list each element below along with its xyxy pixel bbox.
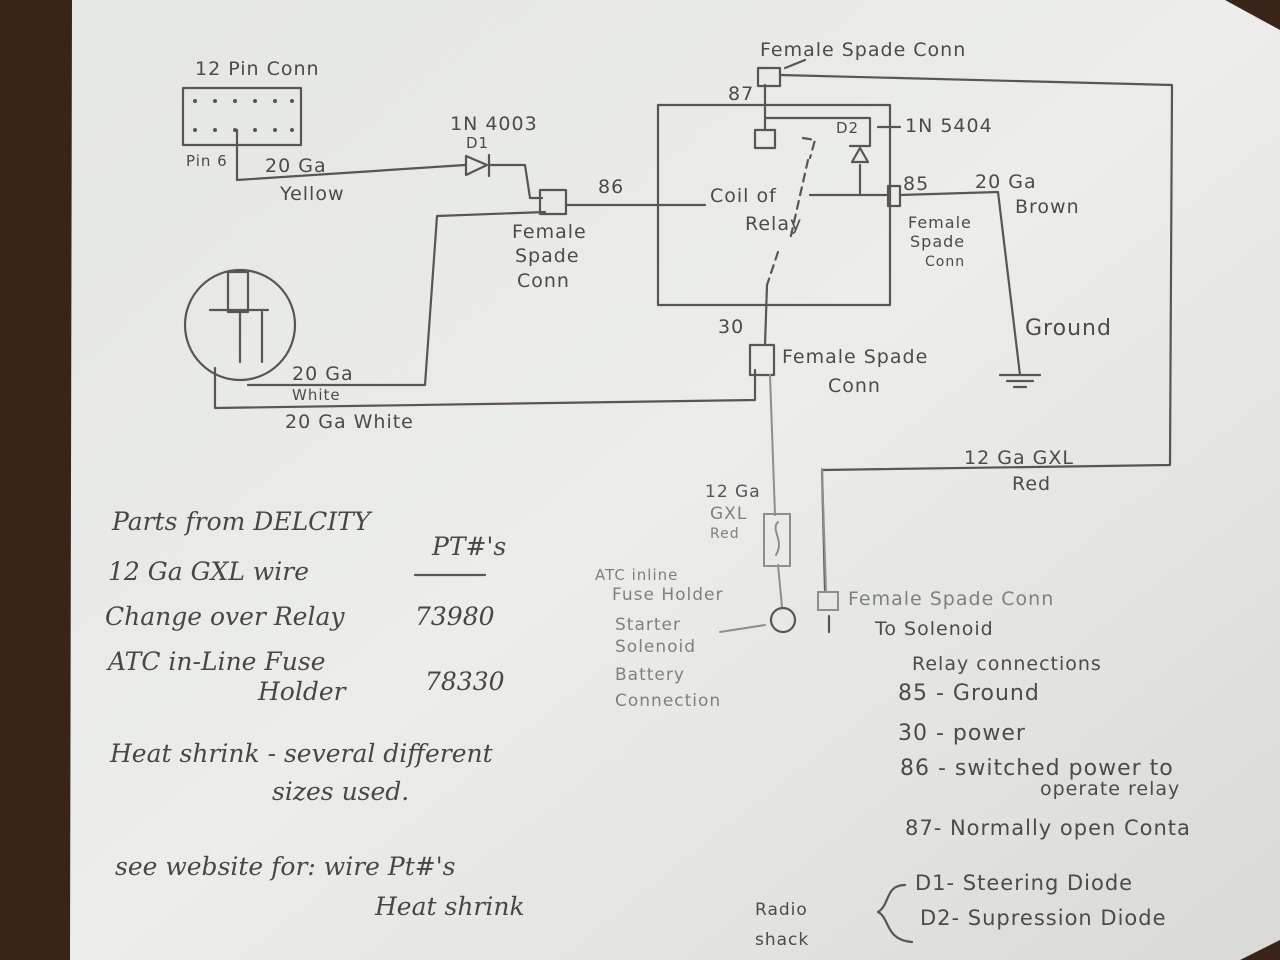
plug-connector [183, 268, 297, 382]
spade-86-label-line3: Conn [517, 270, 570, 292]
fuse-label2: Fuse Holder [612, 585, 724, 605]
heat-shrink-note2: sizes used. [272, 777, 409, 806]
starter-label4: Connection [615, 691, 721, 711]
brace [876, 883, 914, 944]
solenoid-spade-connector [817, 591, 839, 611]
part-number: 78330 [425, 667, 505, 696]
spade-87-label: Female Spade Conn [760, 39, 966, 61]
relay-switch-arm [765, 136, 817, 287]
pin-label: Pin 6 [186, 152, 228, 170]
relay-conn-86: 86 - switched power to [900, 756, 1174, 781]
red-top-color: Red [1012, 473, 1051, 495]
red-side-label2: GXL [710, 504, 747, 524]
spade-30-label1: Female Spade [782, 346, 928, 368]
spade-85-label1: Female [908, 213, 972, 232]
d2-ref-label: D2 [836, 119, 859, 137]
part-name: Change over Relay [105, 602, 345, 631]
yellow-color-label: Yellow [279, 183, 345, 205]
d2-part-label: 1N 5404 [905, 115, 993, 137]
pin-30-label: 30 [718, 316, 744, 338]
relay-conn-86-cont: operate relay [1040, 778, 1180, 800]
starter-arrow [719, 624, 766, 633]
starter-solenoid-terminal [769, 606, 797, 634]
d2-description: D2- Supression Diode [920, 906, 1167, 930]
white-wire2-label: 20 Ga White [285, 411, 414, 433]
relay-internal-wiring [763, 83, 892, 197]
white-wire-2 [213, 366, 757, 410]
pin-86-label: 86 [598, 176, 624, 198]
relay-conn-87: 87- Normally open Conta [905, 816, 1191, 840]
part-name: ATC in-Line Fuse [106, 647, 326, 676]
brown-gauge-label: 20 Ga [975, 171, 1037, 193]
pin-85-label: 85 [903, 173, 929, 195]
spade-85-label3: Conn [925, 254, 965, 270]
d1-part-label: 1N 4003 [450, 113, 538, 135]
heat-shrink-note1: Heat shrink - several different [109, 739, 494, 768]
wire-30 [763, 283, 769, 347]
starter-label3: Battery [615, 665, 685, 685]
website-note1: see website for: wire Pt#'s [115, 852, 455, 881]
spade-connector-30 [748, 343, 776, 377]
starter-label1: Starter [615, 615, 681, 635]
relay-coil-label2: Relay [745, 213, 802, 235]
solenoid-spade-label2: To Solenoid [874, 618, 994, 640]
part-number: 73980 [415, 602, 495, 631]
relay-conn-85: 85 - Ground [898, 681, 1040, 706]
parts-list: Parts from DELCITY PT#'s 12 Ga GXL wire … [105, 507, 525, 921]
spade-connector-86 [538, 188, 568, 216]
red-top-gauge: 12 Ga GXL [964, 447, 1074, 469]
radio-shack-label2: shack [755, 930, 809, 950]
spade-87-arrow [783, 58, 807, 70]
parts-title: Parts from DELCITY [111, 507, 373, 536]
part-name: 12 Ga GXL wire [108, 557, 309, 586]
parts-header: PT#'s [431, 532, 506, 561]
fuse-holder [763, 513, 791, 567]
relay-connections-title: Relay connections [912, 653, 1102, 675]
ground-symbol [998, 373, 1042, 389]
brown-color-label: Brown [1015, 196, 1080, 218]
yellow-wire [235, 128, 544, 200]
connector-title: 12 Pin Conn [195, 58, 320, 80]
d1-description: D1- Steering Diode [915, 871, 1133, 895]
starter-label2: Solenoid [615, 637, 696, 657]
brown-wire-85 [898, 190, 1022, 377]
fuse-symbol [774, 521, 780, 556]
twelve-pin-connector: 12 Pin Conn Pin 6 [181, 58, 320, 170]
relay-conn-30: 30 - power [898, 721, 1026, 746]
diode-d2-symbol [848, 144, 872, 164]
yellow-gauge-label: 20 Ga [265, 155, 327, 177]
red-side-label1: 12 Ga [705, 482, 761, 502]
red-wire-power [769, 374, 783, 608]
white-wire-1 [246, 210, 547, 387]
red-wire-side [821, 468, 827, 593]
spade-86-label-line2: Spade [515, 245, 580, 267]
white-wire1-color: White [292, 386, 341, 404]
website-note2: Heat shrink [374, 892, 525, 921]
relay-coil-label1: Coil of [710, 185, 777, 207]
spade-86-label-line1: Female [512, 221, 587, 243]
pin-87-label: 87 [728, 83, 754, 105]
part-name: Holder [257, 677, 348, 706]
spade-30-label2: Conn [828, 375, 881, 397]
radio-shack-label1: Radio [755, 900, 808, 920]
white-wire1-gauge: 20 Ga [292, 363, 354, 385]
ground-label: Ground [1025, 316, 1112, 341]
d1-ref-label: D1 [466, 134, 489, 152]
spade-connector-87 [756, 66, 782, 88]
solenoid-spade-label1: Female Spade Conn [848, 588, 1054, 610]
fuse-label1: ATC inline [595, 566, 678, 584]
paper-sheet [70, 0, 1280, 960]
spade-85-label2: Spade [910, 232, 965, 251]
red-side-label3: Red [710, 526, 740, 542]
diode-d1-symbol [464, 153, 491, 178]
